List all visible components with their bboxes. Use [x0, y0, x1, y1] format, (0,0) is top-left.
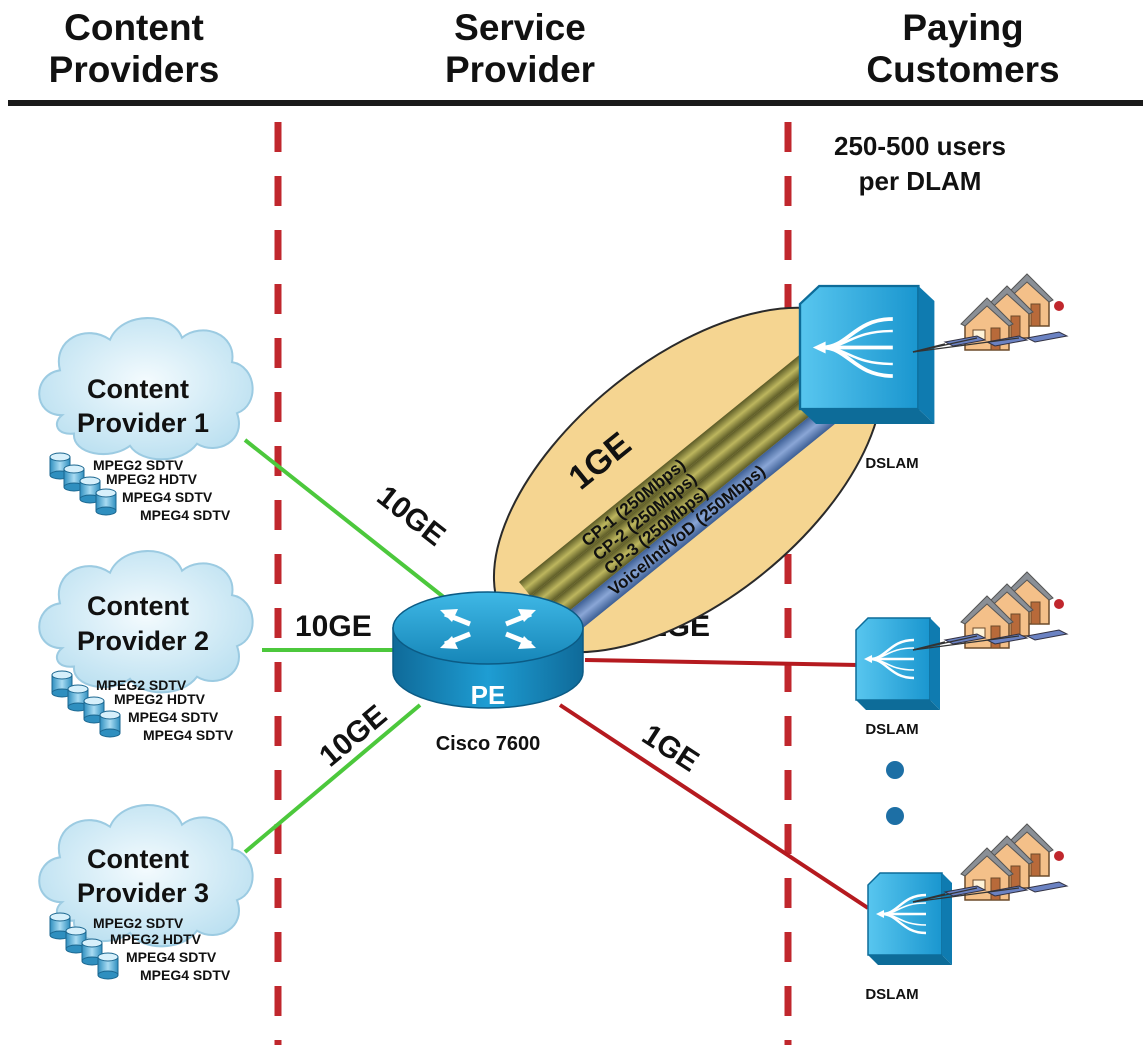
- cp2-stream-2: MPEG2 HDTV: [114, 691, 206, 707]
- link-cp1-pe: [243, 438, 462, 612]
- cp3-stream-2: MPEG2 HDTV: [110, 931, 202, 947]
- cp2-name-line2: Provider 2: [77, 626, 209, 656]
- cp1-stream-2: MPEG2 HDTV: [106, 471, 198, 487]
- cloud-icon: [38, 550, 254, 694]
- cp1-stream-1: MPEG2 SDTV: [93, 457, 184, 473]
- cp3-stream-1: MPEG2 SDTV: [93, 915, 184, 931]
- cp2-stream-1: MPEG2 SDTV: [96, 677, 187, 693]
- cp3-stream-4: MPEG4 SDTV: [140, 967, 231, 983]
- router-icon: PE: [392, 591, 584, 710]
- pipe-stripe-voice: [553, 353, 902, 642]
- header-service-provider-line2: Provider: [445, 49, 595, 90]
- dslam-icon: [854, 616, 942, 712]
- cp2-name-line1: Content: [87, 591, 189, 621]
- pipe-stripe-cp2: [530, 325, 876, 610]
- link-label-cp1: 10GE: [371, 480, 452, 553]
- link-cp3-pe: [243, 703, 422, 854]
- users-note-line1: 250-500 users: [834, 131, 1006, 161]
- router-model: Cisco 7600: [436, 733, 541, 755]
- link-label-cp2: 10GE: [295, 610, 372, 643]
- pipe-bundle: CP-1 (250Mbps) CP-2 (250Mbps) CP-3 (250M…: [492, 306, 902, 654]
- users-note-line2: per DLAM: [859, 166, 982, 196]
- column-headers: Content Providers Service Provider Payin…: [49, 7, 1060, 90]
- dslam-label-3: DSLAM: [865, 986, 918, 1003]
- ellipsis-dot-icon: [886, 761, 904, 779]
- header-paying-customers-line2: Customers: [866, 49, 1059, 90]
- cp1-stream-4: MPEG4 SDTV: [140, 507, 231, 523]
- cp1-name-line1: Content: [87, 374, 189, 404]
- pipe-stripe-cp3: [541, 339, 888, 624]
- cp3-name-line2: Provider 3: [77, 878, 209, 908]
- cp3-stream-3: MPEG4 SDTV: [126, 949, 217, 965]
- ellipsis-dot-icon: [886, 807, 904, 825]
- house-icon: [913, 274, 1067, 352]
- router-badge: PE: [471, 680, 506, 710]
- cp1-stream-3: MPEG4 SDTV: [122, 489, 213, 505]
- dslam-label-1: DSLAM: [865, 455, 918, 472]
- header-paying-customers-line1: Paying: [902, 7, 1023, 48]
- cp1-name-line2: Provider 1: [77, 408, 209, 438]
- header-content-providers-line1: Content: [64, 7, 204, 48]
- pipe-stripe-cp1: [519, 311, 865, 596]
- header-content-providers-line2: Providers: [49, 49, 220, 90]
- header-rule: [8, 100, 1143, 106]
- header-service-provider-line1: Service: [454, 7, 586, 48]
- dslam-label-2: DSLAM: [865, 721, 918, 738]
- cp2-stream-4: MPEG4 SDTV: [143, 727, 234, 743]
- link-pe-dslam3: [558, 703, 870, 910]
- cp2-stream-3: MPEG4 SDTV: [128, 709, 219, 725]
- cp3-name-line1: Content: [87, 844, 189, 874]
- dslam-icon: [866, 871, 954, 967]
- dslam-icon: [800, 286, 934, 424]
- link-pe-dslam2: [584, 658, 859, 667]
- link-label-dslam3: 1GE: [636, 718, 704, 778]
